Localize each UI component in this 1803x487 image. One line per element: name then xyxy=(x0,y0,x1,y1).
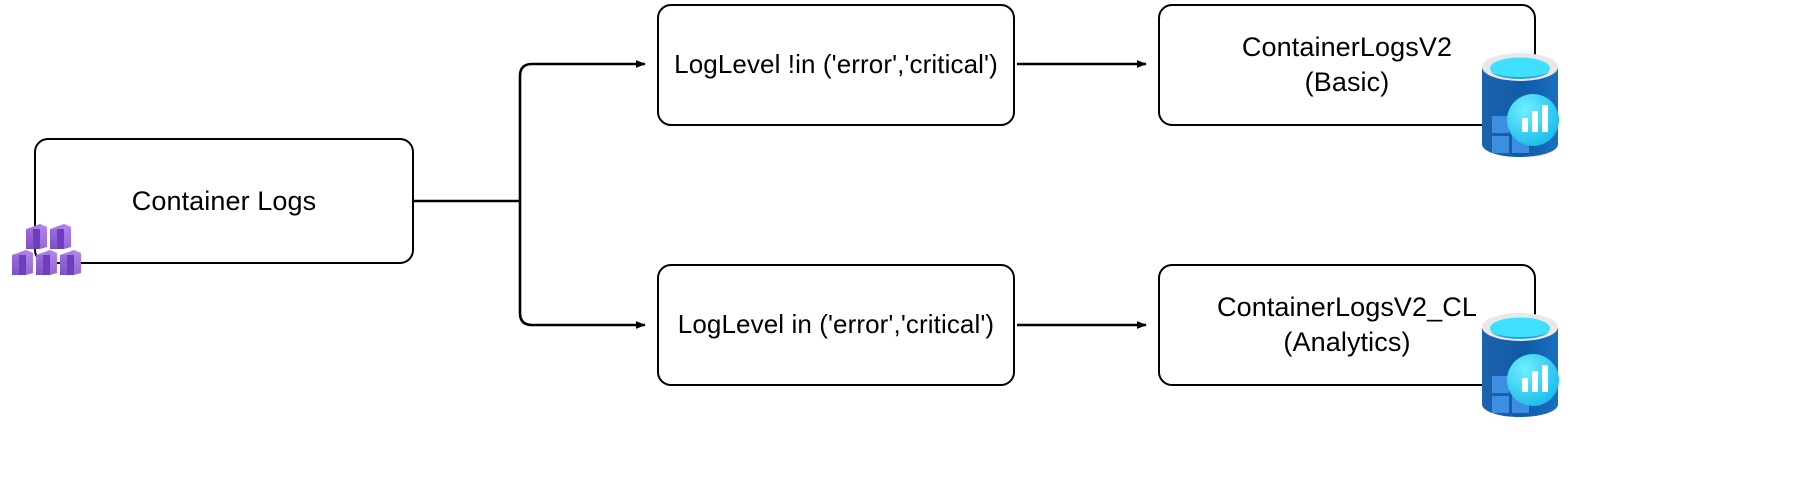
node-filter-error[interactable]: LogLevel in ('error','critical') xyxy=(657,264,1015,386)
node-filter-non-error[interactable]: LogLevel !in ('error','critical') xyxy=(657,4,1015,126)
node-filter-error-label: LogLevel in ('error','critical') xyxy=(677,309,995,340)
azure-database-icon-analytics xyxy=(1478,310,1562,418)
node-containerlogsv2-basic-label: ContainerLogsV2 (Basic) xyxy=(1241,32,1453,97)
edge-source-to-filter-basic xyxy=(518,60,646,201)
node-containerlogsv2-cl-analytics-label: ContainerLogsV2_CL (Analytics) xyxy=(1217,292,1477,357)
container-logs-icon xyxy=(10,210,82,282)
node-container-logs[interactable]: Container Logs xyxy=(34,138,414,264)
azure-database-icon-basic xyxy=(1478,50,1562,158)
edge-source-to-filter-analytics xyxy=(518,201,646,329)
node-filter-non-error-label: LogLevel !in ('error','critical') xyxy=(674,49,998,80)
node-containerlogsv2-basic[interactable]: ContainerLogsV2 (Basic) xyxy=(1158,4,1536,126)
node-containerlogsv2-cl-analytics[interactable]: ContainerLogsV2_CL (Analytics) xyxy=(1158,264,1536,386)
node-container-logs-label: Container Logs xyxy=(131,185,317,216)
